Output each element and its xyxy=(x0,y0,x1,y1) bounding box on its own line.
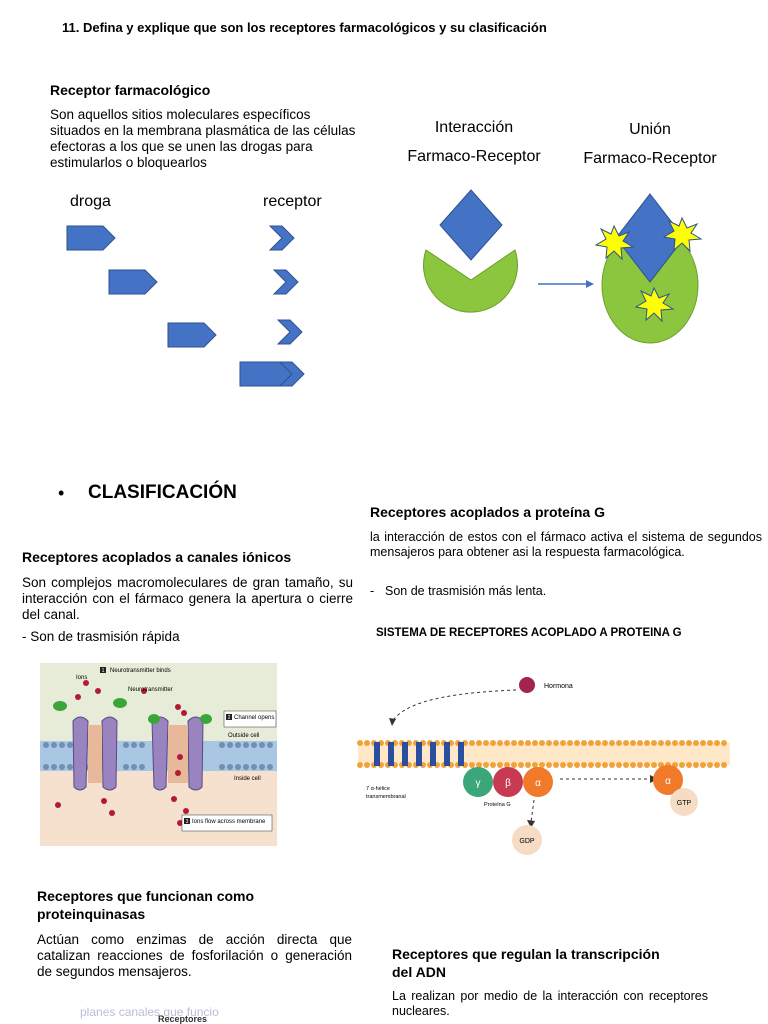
label-helix-1: 7 α-hélice xyxy=(366,786,390,792)
label-inside: Inside cell xyxy=(234,776,261,782)
arrow-head xyxy=(586,280,594,288)
proteina-g-heading: Receptores acoplados a proteína G xyxy=(370,504,605,520)
gtp-circle xyxy=(670,788,698,816)
bottom-figure-faded-text: planes canales que funcio xyxy=(80,1005,219,1019)
tag1-num: 1 xyxy=(102,668,105,674)
gdp-circle xyxy=(512,825,542,855)
neurotransmitter-4 xyxy=(200,714,212,724)
label-gdp: GDP xyxy=(519,838,535,845)
proteina-g-note: Son de trasmisión más lenta. xyxy=(385,584,547,598)
drug-arrow-2 xyxy=(108,269,158,295)
neurotransmitter-1 xyxy=(53,701,67,711)
label-farmaco-receptor-left: Farmaco-Receptor xyxy=(408,148,541,165)
proteinquinasas-body: Actúan como enzimas de acción directa qu… xyxy=(37,932,352,979)
channel-2-right xyxy=(187,716,204,791)
drug-receptor-figure: droga receptor xyxy=(66,193,322,387)
proteinquinasas-heading-1: Receptores que funcionan como xyxy=(37,888,255,904)
label-ions-flow: Ions flow across membrane xyxy=(192,819,266,825)
neurotransmitter-2 xyxy=(113,698,127,708)
spark-icon-left xyxy=(594,224,635,261)
receptor-chevron-1 xyxy=(268,225,295,251)
hormona-path xyxy=(391,689,517,723)
proteina-g-body: la interacción de estos con el fármaco a… xyxy=(370,530,762,559)
label-helix-2: transmembranal xyxy=(366,794,406,800)
receptor-chevron-4 xyxy=(278,361,305,387)
page-title: 11. Defina y explique que son los recept… xyxy=(62,20,547,35)
hormona-dot xyxy=(519,677,535,693)
label-union: Unión xyxy=(629,121,671,138)
alpha-subunit xyxy=(523,767,553,797)
drug-arrow-3 xyxy=(167,322,217,348)
label-channel-opens: Channel opens xyxy=(234,715,274,721)
seven-helix-receptor xyxy=(374,742,464,766)
neurotransmitter-3 xyxy=(148,714,160,724)
receptor-chevron-3 xyxy=(276,319,303,345)
label-interaccion: Interacción xyxy=(435,119,513,136)
g-protein-figure: SISTEMA DE RECEPTORES ACOPLADO A PROTEIN… xyxy=(357,627,730,855)
gdp-arrow xyxy=(530,799,535,823)
label-proteina-g: Proteína G xyxy=(484,802,511,808)
label-outside: Outside cell xyxy=(228,733,259,739)
receptor-chevron-2 xyxy=(272,269,299,295)
label-droga: droga xyxy=(70,193,111,210)
tag2-num: 2 xyxy=(228,715,231,721)
label-alpha-free: α xyxy=(665,776,671,787)
label-farmaco-receptor-right: Farmaco-Receptor xyxy=(583,150,717,167)
label-receptor: receptor xyxy=(263,193,322,210)
label-gtp: GTP xyxy=(677,800,692,807)
label-binds: Neurotransmitter binds xyxy=(110,668,171,674)
gp-membrane xyxy=(358,743,730,765)
alpha-free xyxy=(653,765,683,795)
label-neurotransmitter: Neurotransmitter xyxy=(128,687,173,693)
label-alpha: α xyxy=(535,778,541,789)
label-ions: Ions xyxy=(76,675,87,681)
drug-diamond xyxy=(439,189,503,261)
beta-subunit xyxy=(493,767,523,797)
transcripcion-body: La realizan por medio de la interacción … xyxy=(392,989,708,1018)
label-gamma: γ xyxy=(476,778,481,789)
bottom-figure-label: Receptores xyxy=(158,1014,208,1024)
proteinquinasas-heading-2: proteinquinasas xyxy=(37,906,146,922)
canales-body: Son complejos macromoleculares de gran t… xyxy=(22,575,353,622)
proteina-g-note-dash: - xyxy=(370,584,375,598)
channel-1-right xyxy=(101,716,118,791)
receptor-pacman xyxy=(423,249,518,313)
spark-icon-right xyxy=(662,216,703,253)
gamma-subunit xyxy=(463,767,493,797)
label-beta: β xyxy=(505,778,511,789)
receptor-heading: Receptor farmacológico xyxy=(50,82,211,98)
clasificacion-heading: CLASIFICACIÓN xyxy=(88,482,237,503)
transcripcion-heading-2: del ADN xyxy=(392,964,446,980)
tag3-num: 3 xyxy=(186,819,189,825)
clasificacion-bullet: • xyxy=(58,483,65,503)
interaction-figure: Interacción Farmaco-Receptor Unión Farma… xyxy=(408,119,717,344)
gprotein-title: SISTEMA DE RECEPTORES ACOPLADO A PROTEIN… xyxy=(376,627,682,639)
canales-heading: Receptores acoplados a canales iónicos xyxy=(22,549,292,565)
canales-note: - Son de trasmisión rápida xyxy=(22,629,180,644)
transcripcion-heading-1: Receptores que regulan la transcripción xyxy=(392,946,660,962)
ion-channel-figure: Ions 1 Neurotransmitter binds Neurotrans… xyxy=(40,663,277,846)
receptor-body: Son aquellos sitios moleculares específi… xyxy=(50,107,356,170)
drug-arrow-1 xyxy=(66,225,116,251)
label-hormona: Hormona xyxy=(544,683,573,690)
channel-1-left xyxy=(72,716,89,791)
channel-2-left xyxy=(151,716,169,791)
spark-icon-bottom xyxy=(634,286,675,323)
